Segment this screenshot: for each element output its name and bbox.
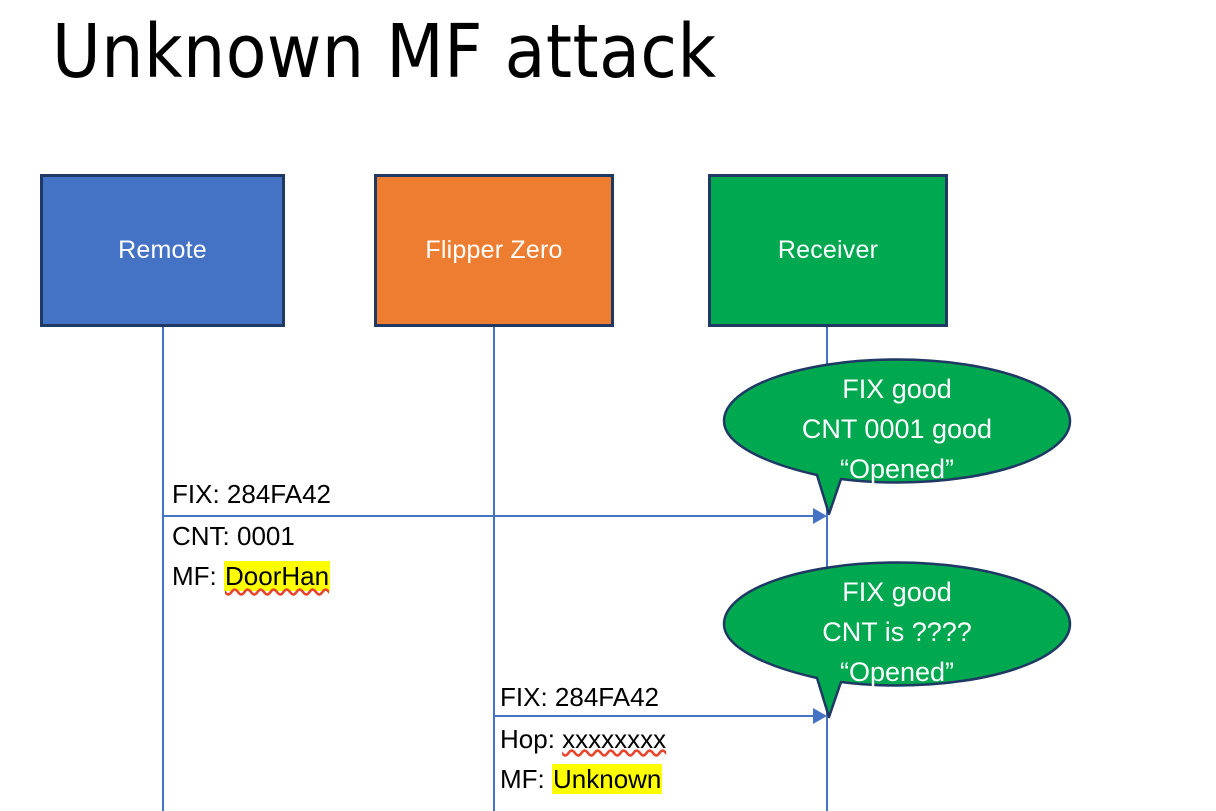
message-1-line-3-prefix: MF: <box>172 561 224 591</box>
message-2-label: FIX: 284FA42 Hop: xxxxxxxx MF: Unknown <box>500 677 666 799</box>
actor-box-receiver[interactable]: Receiver <box>708 174 948 327</box>
message-1-line-2-value: 0001 <box>237 521 295 551</box>
message-2-arrow-line <box>494 715 815 717</box>
lifeline-flipper <box>493 326 495 811</box>
message-2-line-3: MF: Unknown <box>500 759 666 799</box>
message-2-line-2: Hop: xxxxxxxx <box>500 719 666 759</box>
message-2-line-1: FIX: 284FA42 <box>500 677 666 717</box>
message-2-line-3-value: Unknown <box>552 764 663 794</box>
message-2-line-3-prefix: MF: <box>500 764 552 794</box>
lifeline-remote <box>162 326 164 811</box>
message-1-line-3-value: DoorHan <box>224 561 331 591</box>
message-1-arrow-line <box>163 515 815 517</box>
message-2-line-1-prefix: FIX: <box>500 682 555 712</box>
callout-1-bubble <box>722 358 1072 516</box>
actor-label-remote: Remote <box>118 236 207 264</box>
message-1-line-2: CNT: 0001 <box>172 516 331 556</box>
message-2-line-1-value: 284FA42 <box>554 682 659 712</box>
callout-1[interactable]: FIX good CNT 0001 good “Opened” <box>722 358 1072 519</box>
callout-2[interactable]: FIX good CNT is ???? “Opened” <box>722 561 1072 722</box>
message-1-line-1: FIX: 284FA42 <box>172 474 331 514</box>
actor-box-remote[interactable]: Remote <box>40 174 285 327</box>
message-2-line-2-value: xxxxxxxx <box>562 724 667 754</box>
actor-label-flipper: Flipper Zero <box>425 236 563 264</box>
message-1-line-2-prefix: CNT: <box>172 521 237 551</box>
message-1-line-3: MF: DoorHan <box>172 556 331 596</box>
actor-label-receiver: Receiver <box>777 236 879 264</box>
message-1-line-1-value: 284FA42 <box>226 479 331 509</box>
message-1-line-1-prefix: FIX: <box>172 479 227 509</box>
message-2-line-2-prefix: Hop: <box>500 724 563 754</box>
message-1-label: FIX: 284FA42 CNT: 0001 MF: DoorHan <box>172 474 331 596</box>
page-title: Unknown MF attack <box>52 9 717 95</box>
message-2-arrow-head <box>813 708 827 724</box>
actor-box-flipper[interactable]: Flipper Zero <box>374 174 614 327</box>
callout-2-bubble <box>722 561 1072 719</box>
message-1-arrow-head <box>813 508 827 524</box>
